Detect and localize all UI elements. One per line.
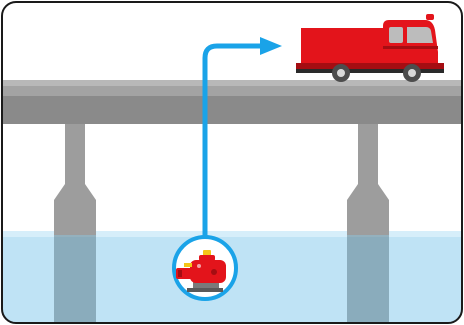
- bridge-pillar-right: [347, 124, 389, 323]
- arrow-right-icon: [260, 37, 282, 55]
- water-hose: [202, 37, 282, 238]
- water-pump-icon: [172, 235, 238, 301]
- bridge-pillar-left: [54, 124, 96, 323]
- fire-truck-icon: [296, 14, 444, 82]
- bridge-deck: [2, 80, 462, 124]
- water-surface: [2, 231, 462, 239]
